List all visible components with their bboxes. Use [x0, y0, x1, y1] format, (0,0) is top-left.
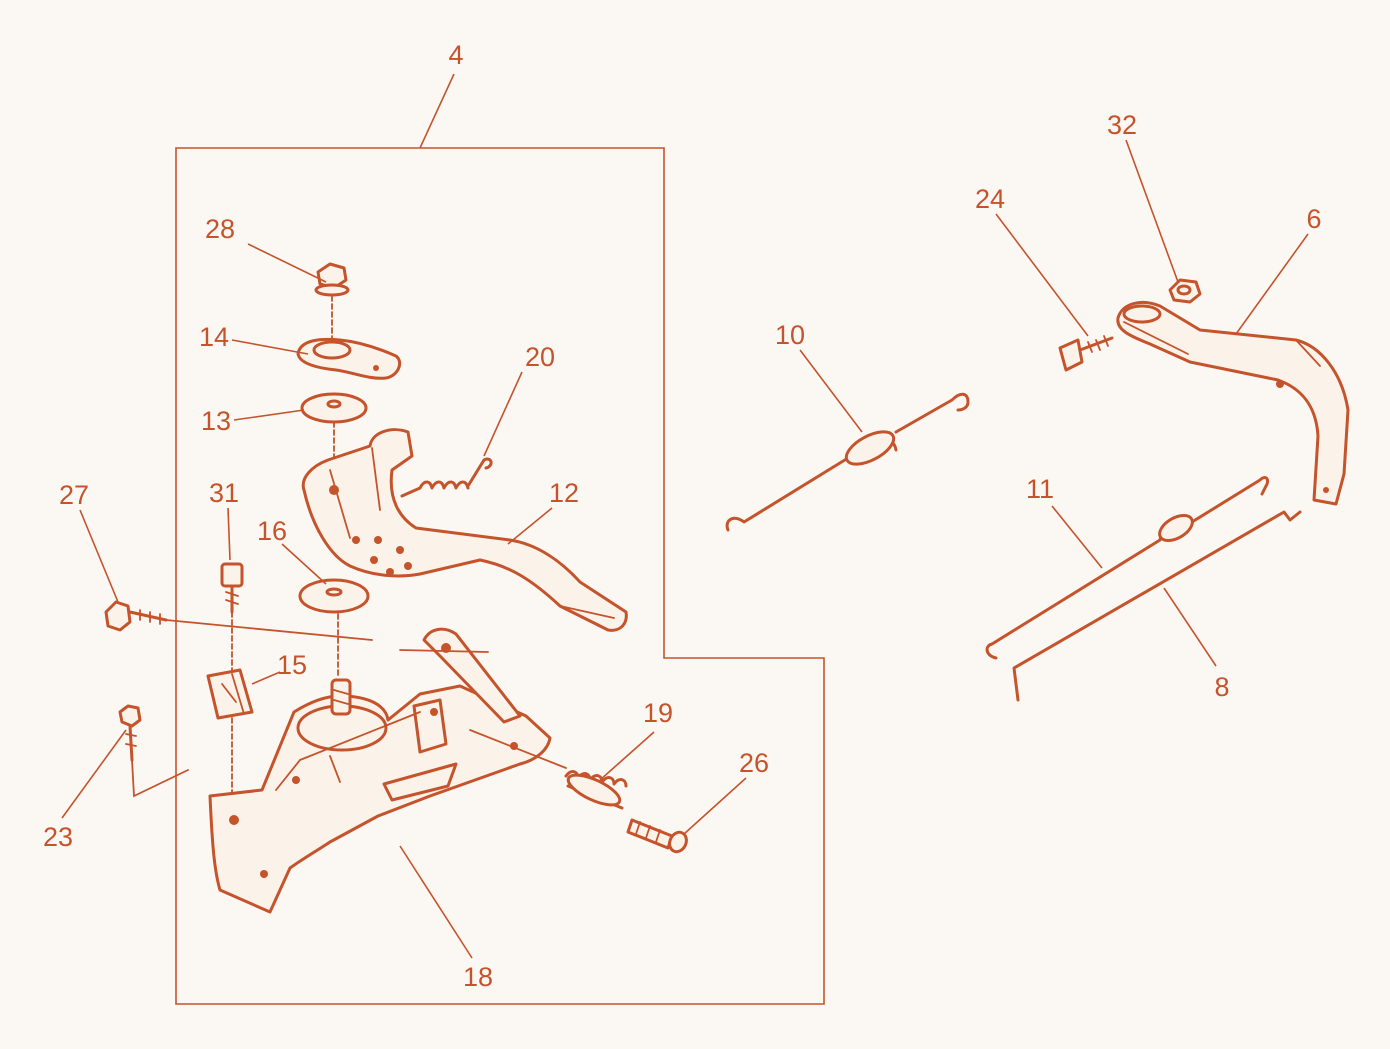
- leader-lines: [61, 139, 1309, 959]
- part-26-bolt: [626, 818, 688, 854]
- callout-24: 24: [975, 184, 1005, 214]
- part-23-screw: [118, 704, 189, 798]
- callout-27: 27: [59, 480, 89, 510]
- callout-10: 10: [775, 320, 805, 350]
- axis-27-18: [165, 619, 373, 641]
- part-6-lever: [1116, 301, 1350, 506]
- callout-labels: 4 6 8 10 11 12 13 14 15 16 18 19 20 23 2…: [43, 40, 1322, 992]
- part-13-washer: [300, 392, 368, 424]
- callout-31: 31: [209, 478, 239, 508]
- part-32-nut: [1168, 278, 1202, 304]
- part-15-clip: [206, 668, 254, 720]
- part-12-control-lever: [301, 428, 628, 632]
- callout-16: 16: [257, 516, 287, 546]
- group-outline: [175, 147, 825, 1005]
- callout-28: 28: [205, 214, 235, 244]
- callout-4: 4: [448, 40, 463, 70]
- part-20-small-spring: [400, 457, 493, 498]
- callout-32: 32: [1107, 110, 1137, 140]
- part-16-washer: [298, 578, 370, 614]
- part-18-base-plate: [208, 627, 552, 914]
- callout-20: 20: [525, 342, 555, 372]
- callout-6: 6: [1306, 204, 1321, 234]
- part-27-bolt: [104, 600, 168, 632]
- axis-19-18: [469, 729, 567, 769]
- callout-23: 23: [43, 822, 73, 852]
- callout-12: 12: [549, 478, 579, 508]
- callout-14: 14: [199, 322, 229, 352]
- callout-13: 13: [201, 406, 231, 436]
- part-10-spring: [725, 392, 970, 532]
- part-11-spring-rod: [985, 476, 1270, 660]
- part-24-bolt: [1058, 335, 1114, 372]
- part-14-arm-plate: [296, 337, 402, 380]
- callout-11: 11: [1026, 474, 1054, 504]
- leader-4: [419, 73, 455, 149]
- callout-8: 8: [1214, 672, 1229, 702]
- callout-18: 18: [463, 962, 493, 992]
- part-8-rod: [1012, 510, 1302, 702]
- callout-19: 19: [643, 698, 673, 728]
- part-19-spring: [564, 770, 628, 810]
- callout-26: 26: [739, 748, 769, 778]
- part-31-bolt: [220, 562, 244, 614]
- callout-15: 15: [277, 650, 307, 680]
